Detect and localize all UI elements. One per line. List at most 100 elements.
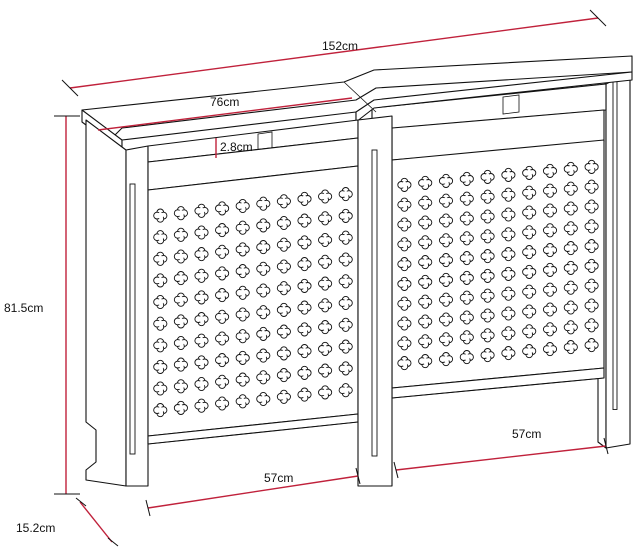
quatrefoil-center xyxy=(463,175,470,182)
quatrefoil-center xyxy=(342,343,349,350)
quatrefoil-center xyxy=(157,320,164,327)
quatrefoil-center xyxy=(484,173,491,180)
total-width-tick-left xyxy=(61,79,79,97)
quatrefoil-center xyxy=(280,241,287,248)
quatrefoil-center xyxy=(280,350,287,357)
quatrefoil-center xyxy=(463,294,470,301)
right-panel-tick-left xyxy=(393,461,399,479)
quatrefoil-center xyxy=(239,246,246,253)
quatrefoil-center xyxy=(526,288,533,295)
quatrefoil-center xyxy=(401,261,408,268)
left-panel-tick-right xyxy=(355,467,361,485)
quatrefoil-center xyxy=(177,210,184,217)
quatrefoil-center xyxy=(301,282,308,289)
quatrefoil-center xyxy=(546,326,554,333)
right-panel-width-dimension-line xyxy=(395,445,607,471)
quatrefoil-center xyxy=(442,237,450,244)
quatrefoil-center xyxy=(422,219,429,226)
quatrefoil-center xyxy=(546,227,554,234)
quatrefoil-center xyxy=(219,270,226,277)
quatrefoil-center xyxy=(322,215,329,222)
quatrefoil-center xyxy=(401,241,408,248)
quatrefoil-center xyxy=(588,183,595,190)
quatrefoil-center xyxy=(588,322,595,329)
quatrefoil-center xyxy=(198,294,205,301)
quatrefoil-center xyxy=(198,359,205,366)
quatrefoil-center xyxy=(219,205,226,212)
quatrefoil-center xyxy=(442,336,450,343)
quatrefoil-center xyxy=(322,302,329,309)
quatrefoil-center xyxy=(198,229,205,236)
quatrefoil-center xyxy=(219,335,226,342)
quatrefoil-center xyxy=(301,195,308,202)
quatrefoil-center xyxy=(301,261,308,268)
quatrefoil-center xyxy=(505,171,512,178)
right-panel-width-label: 57cm xyxy=(512,427,541,441)
quatrefoil-center xyxy=(588,163,595,170)
quatrefoil-center xyxy=(401,221,408,228)
total-width-label: 152cm xyxy=(322,39,358,53)
quatrefoil-center xyxy=(260,265,267,272)
quatrefoil-center xyxy=(546,266,554,273)
quatrefoil-center xyxy=(588,262,595,269)
quatrefoil-center xyxy=(546,167,554,174)
quatrefoil-center xyxy=(505,270,512,277)
quatrefoil-center xyxy=(260,352,267,359)
quatrefoil-center xyxy=(198,316,205,323)
right-end-leg-front xyxy=(605,71,631,449)
quatrefoil-center xyxy=(198,337,205,344)
quatrefoil-center xyxy=(157,298,164,306)
quatrefoil-center xyxy=(546,187,554,194)
quatrefoil-center xyxy=(401,340,408,347)
quatrefoil-center xyxy=(588,223,595,230)
quatrefoil-center xyxy=(157,234,164,241)
quatrefoil-center xyxy=(198,272,205,279)
right-pattern-group xyxy=(397,159,599,371)
left-leg-slot xyxy=(129,183,136,455)
quatrefoil-center xyxy=(484,352,491,359)
quatrefoil-center xyxy=(239,354,246,361)
depth-dimension-line xyxy=(79,501,113,543)
quatrefoil-center xyxy=(588,203,595,210)
quatrefoil-center xyxy=(219,400,226,407)
quatrefoil-center xyxy=(422,298,429,305)
quatrefoil-center xyxy=(505,330,512,337)
quatrefoil-center xyxy=(219,378,226,385)
left-panel-tick-left xyxy=(145,499,151,517)
quatrefoil-center xyxy=(177,275,184,282)
left-panel-width-label: 57cm xyxy=(264,471,293,485)
quatrefoil-center xyxy=(301,239,308,246)
quatrefoil-center xyxy=(526,348,533,355)
quatrefoil-center xyxy=(484,332,491,339)
quatrefoil-center xyxy=(422,278,429,285)
quatrefoil-center xyxy=(484,233,491,240)
quatrefoil-center xyxy=(239,376,246,383)
quatrefoil-center xyxy=(401,201,408,208)
quatrefoil-center xyxy=(177,339,184,347)
quatrefoil-center xyxy=(463,255,470,262)
quatrefoil-center xyxy=(219,227,226,234)
quatrefoil-center xyxy=(198,251,205,258)
quatrefoil-center xyxy=(463,195,470,202)
quatrefoil-center xyxy=(219,248,226,255)
quatrefoil-center xyxy=(260,200,267,207)
quatrefoil-center xyxy=(322,258,329,265)
left-panel-width-dimension-line xyxy=(147,475,359,509)
quatrefoil-center xyxy=(157,342,164,349)
quatrefoil-center xyxy=(198,207,205,214)
depth-tick-top xyxy=(75,497,87,507)
quatrefoil-center xyxy=(588,342,595,349)
quatrefoil-center xyxy=(322,367,329,374)
quatrefoil-center xyxy=(301,304,308,311)
quatrefoil-center xyxy=(280,306,287,313)
quatrefoil-center xyxy=(505,310,512,317)
quatrefoil-center xyxy=(526,308,533,315)
quatrefoil-center xyxy=(322,193,329,200)
quatrefoil-center xyxy=(422,199,429,206)
quatrefoil-center xyxy=(198,380,205,388)
quatrefoil-center xyxy=(177,361,184,368)
quatrefoil-center xyxy=(401,320,408,327)
right-cabinet xyxy=(371,70,631,449)
quatrefoil-center xyxy=(342,365,349,372)
quatrefoil-center xyxy=(322,389,329,396)
